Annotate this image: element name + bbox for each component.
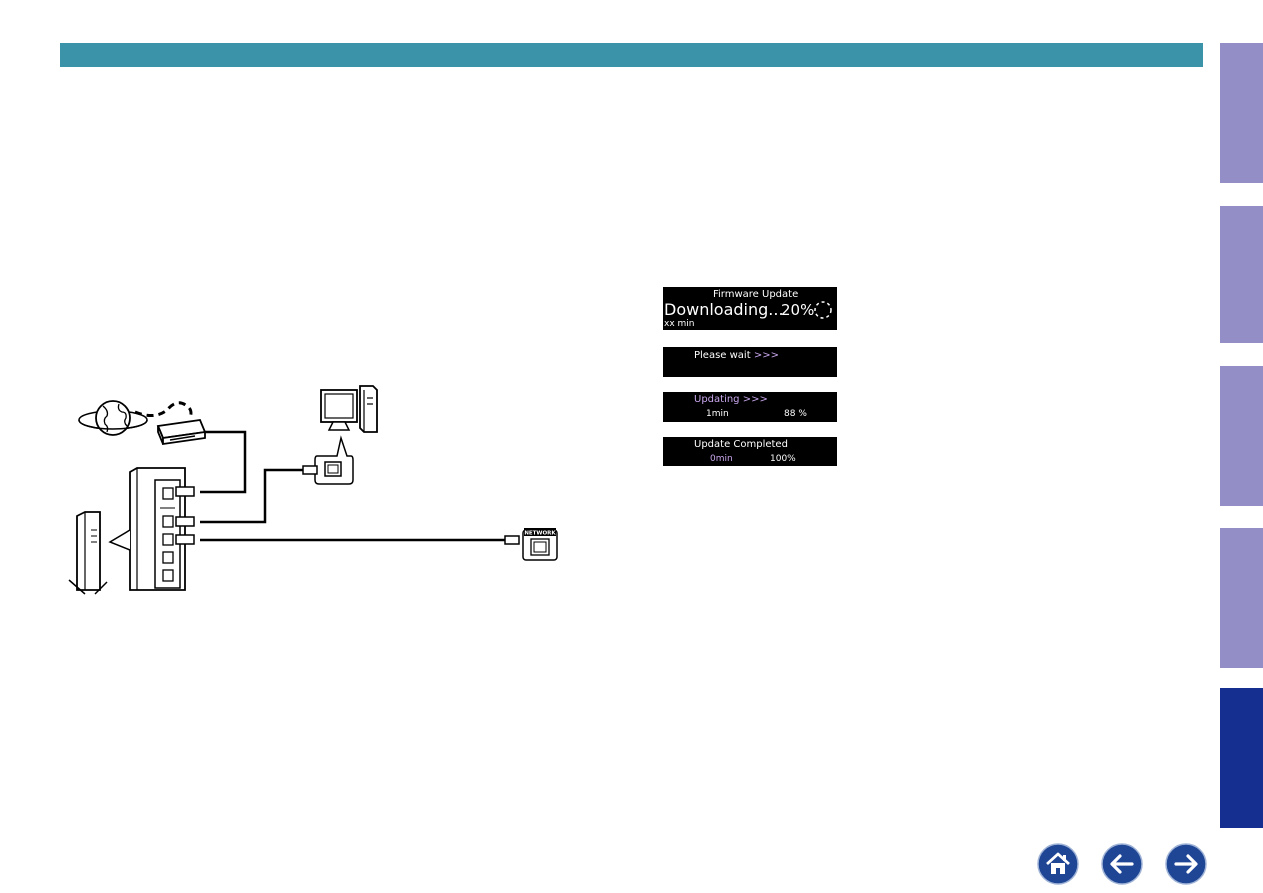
updating-time: 1min — [706, 409, 729, 419]
completed-percent: 100% — [770, 454, 796, 464]
header-bar — [60, 43, 1203, 67]
completed-time: 0min — [710, 454, 733, 464]
display-updating: Updating >>> 1min 88 % — [663, 392, 837, 422]
home-icon — [1037, 843, 1079, 885]
network-diagram: NETWORK — [55, 380, 565, 600]
arrow-right-icon — [1165, 843, 1207, 885]
modem-icon — [156, 419, 207, 446]
download-percent: 20% — [781, 301, 815, 319]
side-tab-4[interactable] — [1220, 528, 1263, 668]
spinner-icon — [813, 300, 833, 324]
display-update-completed: Update Completed 0min 100% — [663, 437, 837, 466]
wireless-link — [134, 401, 193, 419]
arrow-left-icon — [1101, 843, 1143, 885]
display-please-wait: Please wait >>> — [663, 347, 837, 377]
firmware-update-title: Firmware Update — [713, 289, 799, 300]
please-wait-arrows: >>> — [753, 350, 779, 361]
side-tab-3[interactable] — [1220, 366, 1263, 506]
globe-icon — [78, 400, 148, 436]
please-wait-label: Please wait — [694, 350, 751, 361]
side-tab-1[interactable] — [1220, 43, 1263, 183]
router-tower-icon — [68, 511, 108, 595]
side-tab-2[interactable] — [1220, 206, 1263, 343]
please-wait-status: Please wait >>> — [694, 350, 779, 361]
side-tab-5-active[interactable] — [1220, 688, 1263, 828]
lan-jack-icon: NETWORK — [522, 528, 558, 561]
next-page-button[interactable] — [1165, 843, 1207, 885]
updating-percent: 88 % — [784, 409, 807, 419]
remaining-time: xx min — [664, 319, 695, 329]
updating-status: Updating >>> — [694, 394, 768, 405]
computer-icon — [320, 385, 378, 433]
display-downloading: Firmware Update Downloading... 20% xx mi… — [663, 287, 837, 330]
network-port-label: NETWORK — [524, 531, 556, 537]
home-button[interactable] — [1037, 843, 1079, 885]
router-icon — [129, 467, 195, 591]
downloading-status: Downloading... — [664, 300, 784, 319]
updating-arrows: >>> — [742, 394, 768, 405]
completed-status: Update Completed — [694, 439, 788, 450]
updating-label: Updating — [694, 394, 740, 405]
previous-page-button[interactable] — [1101, 843, 1143, 885]
